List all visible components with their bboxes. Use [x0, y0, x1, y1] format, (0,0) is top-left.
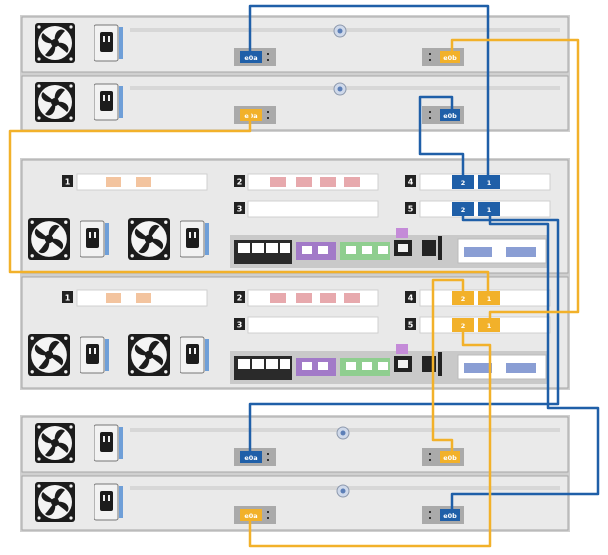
fan-icon: [28, 334, 70, 376]
slot-label-5: 5: [408, 205, 414, 214]
thumbscrew-icon: [336, 426, 350, 440]
port-label-e0a: e0a: [244, 454, 257, 462]
thumbscrew-icon: [333, 82, 347, 96]
port-label-e0b: e0b: [443, 512, 457, 520]
port-label-2: 2: [461, 295, 466, 303]
port-label-e0b: e0b: [443, 454, 457, 462]
controller-a-onboard-ports: [230, 228, 548, 268]
fan-icon: [28, 218, 70, 260]
slot-label-3: 3: [237, 205, 243, 214]
port-label-1: 1: [487, 206, 492, 214]
orange-cable-ctrl-b-slot4-p2-to-bottom-e0b: [431, 278, 465, 451]
orange-cable-top-e0a-to-ctrl-b-slot4-p1: [8, 109, 490, 291]
bottom-iom-b-e0a-port: e0a: [234, 506, 276, 524]
slot-label-4: 4: [408, 294, 414, 303]
top-iom-b-e0b-port: e0b: [422, 106, 464, 124]
slot-label-3: 3: [237, 321, 243, 330]
fan-icon: [35, 82, 75, 122]
port-label-1: 1: [487, 179, 492, 187]
top-iom-b-e0a-port: e0a: [234, 106, 276, 124]
port-label-e0a: e0a: [244, 512, 257, 520]
slot-label-2: 2: [237, 294, 243, 303]
slot-label-1: 1: [65, 294, 71, 303]
port-label-e0b: e0b: [443, 54, 457, 62]
bottom-iom-b-e0b-port: e0b: [422, 506, 464, 524]
fan-icon: [35, 423, 75, 463]
slot-label-4: 4: [408, 178, 414, 187]
controller-chassis: 1 2 3 4 5 2 1 2: [20, 158, 570, 390]
orange-cable-top-e0b-to-ctrl-b-slot5-p1: [450, 38, 580, 318]
controller-a-slots: 1 2 3 4 5 2 1 2: [62, 173, 551, 218]
port-label-e0b: e0b: [443, 112, 457, 120]
thumbscrew-icon: [336, 484, 350, 498]
fan-icon: [35, 482, 75, 522]
top-iom-a-e0b-port: e0b: [422, 48, 464, 66]
shelf-bottom: e0a e0b e0a e0b: [20, 415, 570, 532]
bottom-iom-a-e0b-port: e0b: [422, 448, 464, 466]
port-label-e0a: e0a: [244, 54, 257, 62]
controller-b-onboard-ports: [230, 344, 548, 384]
port-label-2: 2: [461, 179, 466, 187]
fan-icon: [128, 334, 170, 376]
cables: [8, 4, 600, 548]
thumbscrew-icon: [333, 24, 347, 38]
top-iom-a-e0a-port: e0a: [234, 48, 276, 66]
fan-icon: [35, 23, 75, 63]
port-label-2: 2: [461, 322, 466, 330]
fan-icon: [128, 218, 170, 260]
slot-label-2: 2: [237, 178, 243, 187]
orange-cable-ctrl-b-slot5-p2-to-bottom-e0a: [248, 332, 492, 548]
port-label-1: 1: [487, 295, 492, 303]
blue-cable-ctrl-a-slot5-p1-to-bottom-e0b: [450, 212, 600, 509]
slot-label-5: 5: [408, 321, 414, 330]
bottom-iom-a-e0a-port: e0a: [234, 448, 276, 466]
controller-b-slots: 1 2 3 4 5 2 1 2: [62, 289, 551, 334]
slot-label-1: 1: [65, 178, 71, 187]
port-label-2: 2: [461, 206, 466, 214]
blue-cable-top-e0b-to-ctrl-a-slot4-p2: [418, 95, 465, 178]
blue-cable-top-e0a-to-ctrl-a-slot4-p1: [248, 4, 490, 178]
port-label-1: 1: [487, 322, 492, 330]
